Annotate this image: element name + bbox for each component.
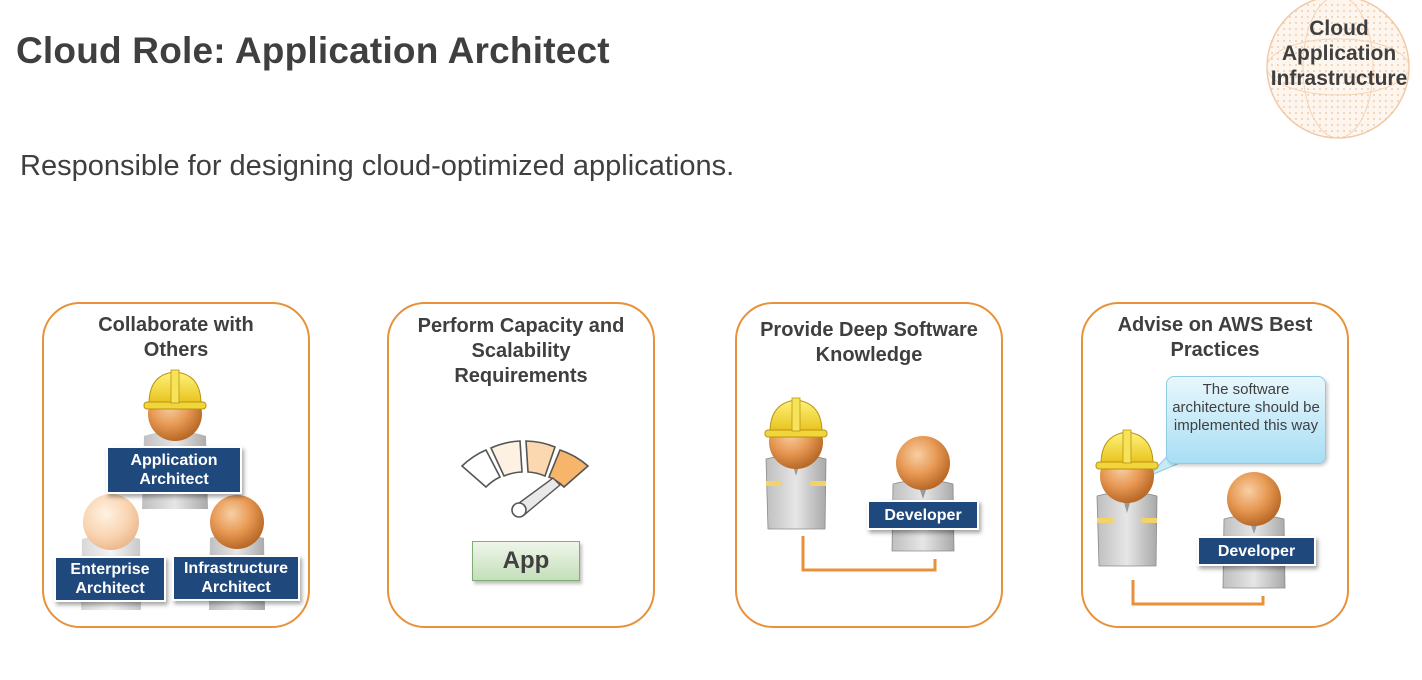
page-subtitle: Responsible for designing cloud-optimize…	[20, 150, 735, 182]
card-title-line: Provide Deep Software	[760, 319, 978, 341]
architect-developer-illustration	[764, 397, 955, 572]
page-title: Cloud Role: Application Architect	[16, 30, 610, 71]
card-title-line: Others	[143, 339, 209, 361]
card-title-line: Requirements	[454, 365, 588, 387]
card-title-line: Advise on AWS Best	[1117, 314, 1313, 336]
card-aws-best-practices: Advise on AWS Best Practices The softwar…	[1081, 302, 1349, 628]
card-capacity: Perform Capacity and Scalability Require…	[387, 302, 655, 628]
developer-person-icon	[891, 436, 955, 552]
application-architect-label: Application Architect	[108, 448, 240, 492]
category-badge: Cloud Application Infrastructure	[1257, 0, 1413, 140]
developer-label: Developer	[869, 502, 977, 528]
architect-developer-illustration	[1095, 429, 1286, 606]
developer-person-icon	[1222, 472, 1286, 589]
speech-bubble: The software architecture should be impl…	[1166, 376, 1326, 464]
card-title: Advise on AWS Best Practices	[1083, 313, 1347, 363]
hard-hat-icon	[1095, 429, 1159, 470]
architect-person-icon	[764, 397, 828, 530]
app-box: App	[472, 541, 580, 581]
infrastructure-architect-label: Infrastructure Architect	[174, 557, 298, 599]
card-title-line: Practices	[1170, 339, 1260, 361]
badge-line-3: Infrastructure	[1270, 67, 1408, 90]
card-title-line: Knowledge	[815, 344, 923, 366]
badge-line-1: Cloud	[1309, 17, 1369, 40]
card-title-line: Scalability	[471, 340, 571, 362]
badge-line-2: Application	[1281, 42, 1397, 65]
hard-hat-icon	[143, 369, 207, 410]
gauge-icon	[460, 440, 590, 518]
globe-icon	[1266, 0, 1410, 139]
card-software-knowledge: Provide Deep Software Knowledge Develope…	[735, 302, 1003, 628]
card-title: Perform Capacity and Scalability Require…	[389, 314, 653, 389]
card-title-line: Collaborate with	[98, 314, 254, 336]
enterprise-architect-label: Enterprise Architect	[56, 558, 164, 600]
developer-label: Developer	[1199, 538, 1314, 564]
hard-hat-icon	[764, 397, 828, 438]
architect-person-icon	[1095, 429, 1159, 567]
card-collaborate: Collaborate with Others Application Arch…	[42, 302, 310, 628]
card-title: Provide Deep Software Knowledge	[737, 318, 1001, 368]
card-title-line: Perform Capacity and	[417, 315, 625, 337]
card-title: Collaborate with Others	[44, 313, 308, 363]
